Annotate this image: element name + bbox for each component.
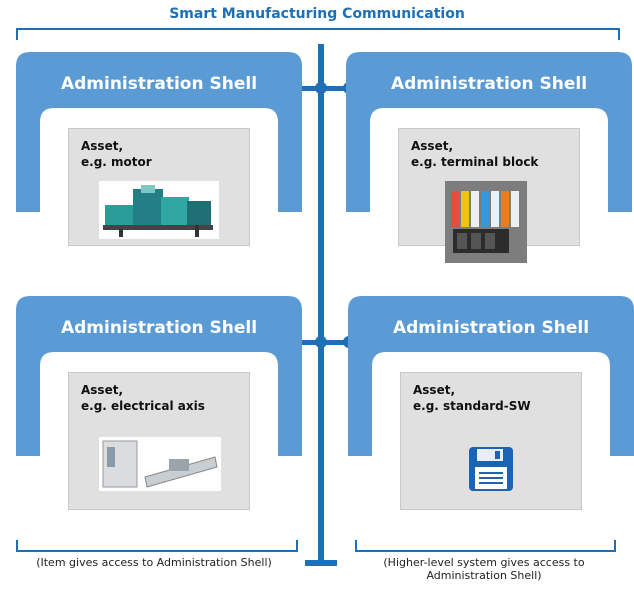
shell-label: Administration Shell [60, 318, 258, 338]
shell-label: Administration Shell [60, 74, 258, 94]
asset-line-2: e.g. standard-SW [413, 399, 531, 413]
asset-box-electrical-axis: Asset, e.g. electrical axis [68, 372, 250, 510]
floppy-disk-illustration [469, 447, 513, 491]
asset-title: Asset, e.g. terminal block [411, 138, 538, 170]
top-bracket [16, 28, 620, 40]
floppy-disk-icon [467, 445, 515, 493]
machine-image [99, 181, 219, 239]
shell-shape [348, 296, 634, 456]
terminal-block-illustration [445, 181, 527, 263]
caption-right: (Higher-level system gives access to Adm… [356, 556, 612, 582]
electrical-axis-illustration [102, 440, 218, 488]
asset-box-terminal-block: Asset, e.g. terminal block [398, 128, 580, 263]
shell-label: Administration Shell [392, 318, 590, 338]
connector-node [315, 336, 327, 348]
administration-shell-standard-sw: Administration Shell Asset, e.g. standar… [348, 296, 634, 510]
communication-bus [318, 44, 324, 563]
asset-line-2: e.g. electrical axis [81, 399, 205, 413]
administration-shell-motor: Administration Shell Asset, e.g. motor [16, 52, 302, 247]
caption-left: (Item gives access to Administration She… [36, 556, 272, 569]
connector-node [315, 82, 327, 94]
administration-shell-terminal-block: Administration Shell Asset, e.g. termina… [346, 52, 632, 263]
asset-line-1: Asset, [413, 383, 456, 397]
electrical-axis-image [99, 437, 221, 491]
terminal-block-image [445, 181, 527, 263]
asset-box-standard-sw: Asset, e.g. standard-SW [400, 372, 582, 510]
bottom-bracket-right [355, 540, 616, 552]
shell-shape [16, 296, 302, 456]
asset-line-1: Asset, [411, 139, 454, 153]
shell-label: Administration Shell [390, 74, 588, 94]
asset-line-2: e.g. terminal block [411, 155, 539, 169]
caption-right-line-2: Administration Shell) [426, 569, 542, 582]
asset-title: Asset, e.g. electrical axis [81, 382, 205, 414]
diagram-title: Smart Manufacturing Communication [169, 6, 465, 22]
asset-title: Asset, e.g. motor [81, 138, 152, 170]
shell-shape [16, 52, 302, 212]
bus-terminator [305, 560, 337, 566]
administration-shell-electrical-axis: Administration Shell Asset, e.g. electri… [16, 296, 302, 510]
asset-title: Asset, e.g. standard-SW [413, 382, 531, 414]
asset-line-1: Asset, [81, 139, 124, 153]
bottom-bracket-left [16, 540, 298, 552]
machine-illustration [103, 185, 213, 237]
asset-box-motor: Asset, e.g. motor [68, 128, 250, 246]
asset-line-2: e.g. motor [81, 155, 152, 169]
caption-right-line-1: (Higher-level system gives access to [383, 556, 585, 569]
asset-line-1: Asset, [81, 383, 124, 397]
shell-shape [346, 52, 632, 212]
